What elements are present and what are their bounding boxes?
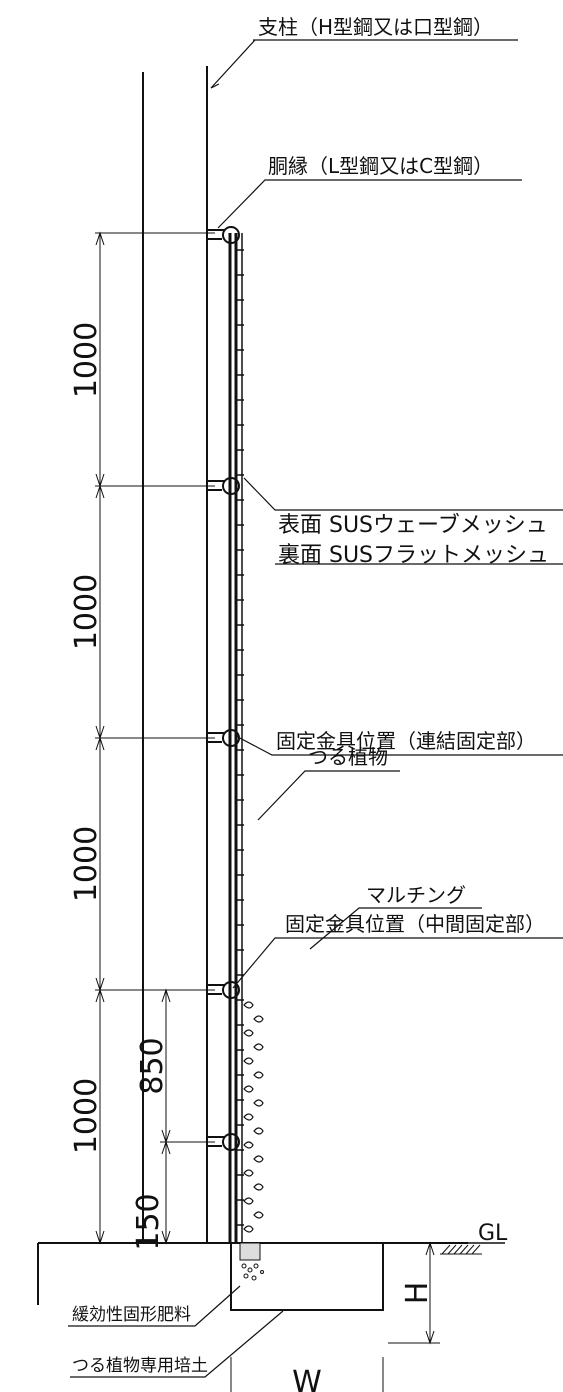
dim-span-3: 1000 <box>69 826 104 902</box>
vine-leaf <box>243 1085 254 1093</box>
vine-leaf <box>253 1211 264 1219</box>
dim-150: 150 <box>131 1193 166 1250</box>
bracket-2 <box>207 477 240 495</box>
gl-hatch <box>440 1244 482 1255</box>
bracket-4 <box>207 981 240 999</box>
vine-leaf <box>243 1141 254 1149</box>
label-mesh-back: 裏面 SUSフラットメッシュ <box>278 543 549 568</box>
label-post: 支柱（H型鋼又は口型鋼） <box>258 15 493 39</box>
dim-w-lines <box>230 1357 384 1392</box>
bracket-1 <box>207 226 240 244</box>
vine-leaf <box>243 1001 254 1009</box>
mulch-block <box>239 1242 261 1261</box>
dim-span-2: 1000 <box>69 574 104 650</box>
vine-leaf <box>253 1127 264 1135</box>
vine-leaf <box>253 1183 264 1191</box>
vine-leaf <box>243 1113 254 1121</box>
vine-leaf <box>253 1071 264 1079</box>
vine-leaf <box>253 1099 264 1107</box>
dim-w: W <box>292 1365 322 1392</box>
rail-brackets <box>207 226 240 1151</box>
dim-span-1: 1000 <box>69 322 104 398</box>
label-soil: つる植物専用培土 <box>72 1356 208 1376</box>
vine-leaf <box>243 1169 254 1177</box>
vine-leaf <box>243 1197 254 1205</box>
label-fixing-middle: 固定金具位置（中間固定部） <box>285 912 545 936</box>
dim-h: H <box>400 1282 435 1305</box>
label-slow-fertilizer: 緩効性固形肥料 <box>72 1305 191 1325</box>
bracket-5 <box>207 1133 240 1151</box>
vine-leaf <box>243 1057 254 1065</box>
vine-leaf <box>253 1043 264 1051</box>
vine-leaf <box>243 1029 254 1037</box>
label-vine-plant: つる植物 <box>308 745 388 769</box>
vine-leaf <box>253 1015 264 1023</box>
post-lines <box>142 66 208 1243</box>
vine-leaf <box>253 1155 264 1163</box>
leader-lines <box>68 39 563 1378</box>
vine-leaf <box>243 1225 254 1233</box>
label-rail: 胴縁（L型鋼又はC型鋼） <box>268 154 493 178</box>
label-mulching: マルチング <box>366 883 466 907</box>
mesh-panel <box>228 233 244 1243</box>
dim-h-lines <box>388 1241 440 1345</box>
dim-850: 850 <box>135 1037 170 1094</box>
vine-plants <box>243 1001 264 1233</box>
label-gl: GL <box>478 1221 508 1246</box>
fertilizer-dots <box>241 1263 264 1281</box>
label-mesh-front: 表面 SUSウェーブメッシュ <box>278 513 548 538</box>
dim-span-4: 1000 <box>69 1078 104 1154</box>
dimension-lines <box>95 231 215 1245</box>
label-fixing-joint: 固定金具位置（連結固定部） <box>276 729 536 753</box>
